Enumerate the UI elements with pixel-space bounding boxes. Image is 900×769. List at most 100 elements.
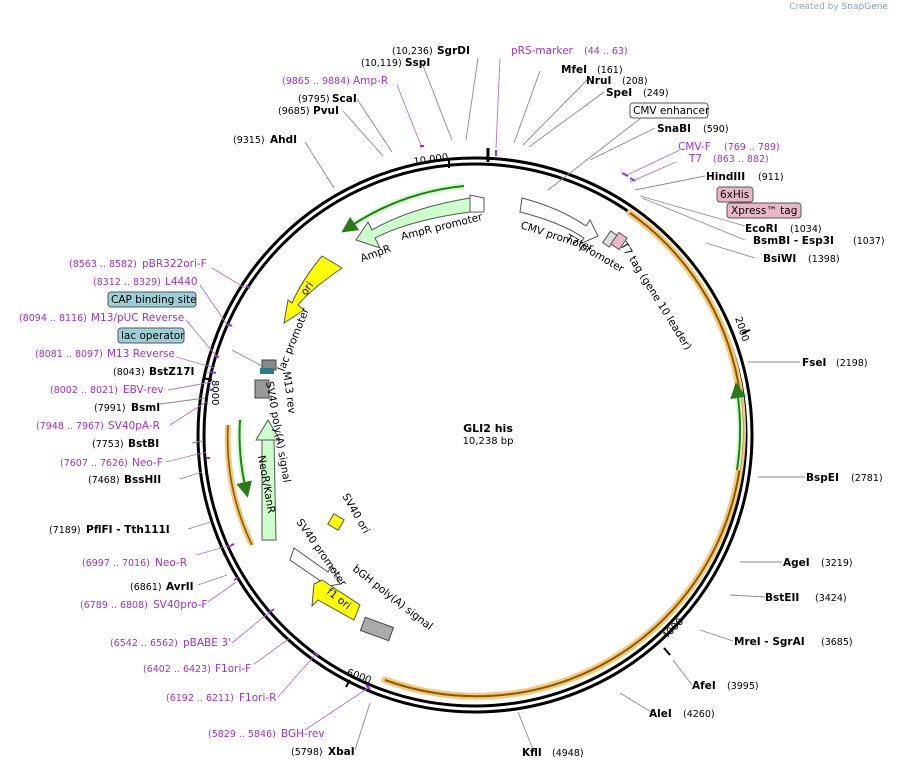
enzyme-spei-name: SpeI: [606, 87, 632, 99]
enzyme-bsmbi-name: BsmBI - Esp3I: [753, 235, 834, 247]
primer-m13rev-name: M13 Reverse: [107, 348, 175, 360]
backbone-inner-ring: [202, 162, 748, 708]
enzyme-bsiwi-name: BsiWI: [763, 253, 796, 265]
xpress-label: Xpress™ tag: [731, 205, 797, 217]
tick-4000: [663, 647, 671, 656]
enzyme-fsei-pos: (2198): [836, 358, 868, 369]
cap-binding-label: CAP binding site: [111, 294, 197, 306]
enzyme-bsshii-pos: (7468): [88, 475, 120, 486]
enzyme-snabi-name: SnaBI: [657, 123, 691, 135]
primer-m13puc-range: (8094 .. 8116): [19, 313, 87, 324]
boxed-labels: CMV enhancer 6xHis Xpress™ tag CAP bindi…: [107, 102, 802, 344]
feature-label-sv40-ori: SV40 ori: [339, 492, 372, 536]
feature-label-m13-rev: M13 rev: [280, 371, 298, 415]
primer-neo-r-name: Neo-R: [155, 557, 187, 569]
lac-operator-label: lac operator: [121, 330, 185, 342]
enzyme-fsei-name: FseI: [802, 357, 826, 369]
leader-lines: [159, 57, 805, 753]
primer-m13puc-name: M13/pUC Reverse: [91, 312, 184, 324]
enzyme-bsshii-name: BssHII: [124, 474, 161, 486]
primer-f1ori-f-range: (6402 .. 6423): [143, 664, 211, 675]
enzyme-hindiii-pos: (911): [758, 172, 784, 183]
f1-ori-arrow: [311, 579, 361, 621]
tick-label-10000: 10,000: [413, 152, 449, 168]
ori-arrow: [283, 255, 343, 325]
primer-neo-f-name: Neo-F: [132, 457, 163, 469]
enzyme-ecori-name: EcoRI: [745, 223, 778, 235]
enzyme-kfli-pos: (4948): [552, 748, 584, 759]
lac-promoter-pointer: [231, 349, 263, 367]
primer-marks: [206, 145, 636, 690]
primer-sv40pa-r-range: (7948 .. 7967): [36, 421, 104, 432]
sv40-ori-box: [327, 513, 345, 531]
m13-box: [254, 379, 270, 399]
enzyme-alei-pos: (4260): [683, 709, 715, 720]
primer-f1ori-f-name: F1ori-F: [215, 663, 251, 675]
plasmid-size: 10,238 bp: [463, 436, 514, 447]
enzyme-sgrdi-name: SgrDI: [437, 45, 470, 57]
primer-cmv-f-name: CMV-F: [678, 141, 711, 153]
cmv-enhancer-label: CMV enhancer: [633, 105, 710, 117]
enzyme-xbai-pos: (5798): [291, 747, 323, 758]
primer-ebv-rev-range: (8002 .. 8021): [50, 385, 118, 396]
primer-leader-lines: [165, 57, 681, 731]
enzyme-agei-name: AgeI: [783, 557, 810, 569]
enzyme-mrei-name: MreI - SgrAI: [734, 636, 805, 648]
feature-label-bgh-polya: bGH poly(A) signal: [350, 563, 435, 633]
enzyme-avrii-name: AvrII: [166, 581, 194, 593]
enzyme-pflfi-name: PflFI - Tth111I: [86, 524, 170, 536]
xpress-box: [726, 202, 802, 219]
tick-label-8000: 8000: [209, 380, 220, 405]
enzyme-mrei-pos: (3685): [821, 637, 853, 648]
backbone-outer-ring: [196, 156, 754, 714]
primer-t7-name: T7: [688, 153, 702, 165]
primer-bgh-rev-name: BGH-rev: [281, 728, 325, 740]
primer-prs-marker-name: pRS-marker: [511, 45, 574, 57]
primer-ebv-rev-name: EBV-rev: [123, 384, 164, 396]
enzyme-pflfi-pos: (7189): [49, 525, 81, 536]
enzyme-pvui-name: PvuI: [313, 105, 339, 117]
enzyme-ahdi-pos: (9315): [233, 135, 265, 146]
cap-binding-box: [107, 291, 197, 308]
enzyme-sspi-pos: (10,119): [361, 58, 402, 69]
primer-amp-r-name: Amp-R: [353, 75, 388, 87]
primer-sv40pa-r-name: SV40pA-R: [108, 420, 160, 432]
orf-band-right: [381, 209, 746, 700]
primer-sv40pro-f-range: (6789 .. 6808): [80, 600, 148, 611]
enzyme-afei-pos: (3995): [727, 681, 759, 692]
orf-green-left-line: [236, 419, 252, 498]
primer-sv40pro-f-name: SV40pro-F: [153, 599, 207, 611]
enzyme-bspei-pos: (2781): [851, 473, 883, 484]
enzyme-pvui-pos: (9685): [278, 106, 310, 117]
tick-8000: [202, 377, 213, 381]
orf-line-left: [226, 424, 253, 546]
enzyme-bsmi-name: BsmI: [131, 402, 160, 414]
enzyme-hindiii-name: HindIII: [706, 171, 745, 183]
primer-f1ori-r-range: (6192 .. 6211): [166, 693, 234, 704]
enzyme-sgrdi-pos: (10,236): [392, 46, 433, 57]
enzymes-left: (10,236) SgrDI (10,119) SspI (9795) ScaI…: [49, 45, 470, 758]
enzyme-mfei-name: MfeI: [561, 64, 587, 76]
cmv-promoter-arrow: [519, 197, 599, 246]
tick-2000: [741, 329, 751, 334]
primer-bgh-rev-range: (5829 .. 5846): [208, 729, 276, 740]
credit-prefix: Created by: [789, 2, 839, 12]
primer-amp-r-range: (9865 .. 9884): [282, 76, 350, 87]
credit-brand: SnapGene: [841, 2, 888, 12]
primer-pbr322ori-f-range: (8563 .. 8582): [69, 259, 137, 270]
plasmid-name: GLI2 his: [463, 422, 513, 435]
enzyme-spei-pos: (249): [643, 88, 669, 99]
enzyme-nrui-name: NruI: [586, 75, 611, 87]
bgh-polya-box: [359, 616, 395, 642]
orf-green-right-line: [730, 382, 747, 471]
primer-neo-f-range: (7607 .. 7626): [60, 458, 128, 469]
enzyme-kfli-name: KflI: [522, 747, 542, 759]
his6-label: 6xHis: [720, 189, 749, 201]
enzyme-bsteii-name: BstEII: [765, 592, 799, 604]
enzyme-afei-name: AfeI: [692, 680, 716, 692]
orf-green-top-line: [341, 185, 465, 233]
enzyme-agei-pos: (3219): [821, 558, 853, 569]
enzyme-bstbi-name: BstBI: [128, 438, 159, 450]
enzyme-scai-pos: (9795): [298, 94, 330, 105]
